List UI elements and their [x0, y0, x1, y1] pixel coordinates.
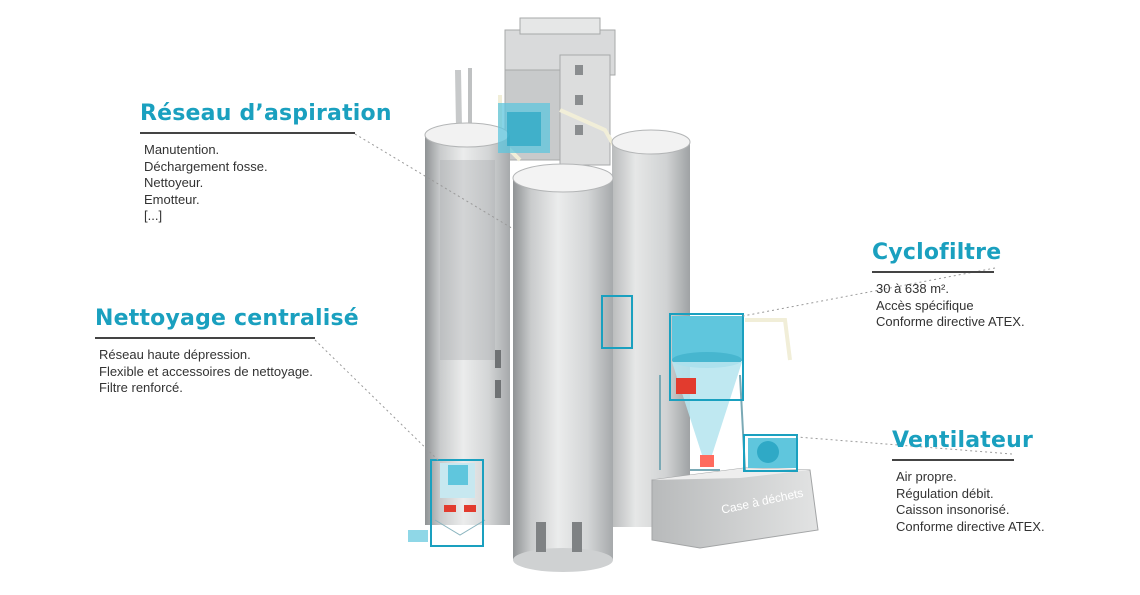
callout-cyclofiltre: Cyclofiltre 30 à 638 m². Accès spécifiqu… — [872, 240, 1025, 331]
list-item: [...] — [144, 208, 163, 223]
callout-list: Manutention. Déchargement fosse. Nettoye… — [144, 142, 355, 225]
callout-title: Ventilateur — [892, 428, 1033, 453]
callout-list: Air propre. Régulation débit. Caisson in… — [896, 469, 1045, 535]
list-item: Air propre. — [896, 469, 957, 484]
list-item: Flexible et accessoires de nettoyage. — [99, 363, 313, 379]
cyclofiltre-unit — [659, 316, 746, 471]
callout-title: Nettoyage centralisé — [95, 306, 359, 331]
callout-list: 30 à 638 m². Accès spécifique Conforme d… — [876, 281, 1025, 331]
list-item: 30 à 638 m². — [876, 281, 949, 296]
callout-title: Réseau d’aspiration — [140, 101, 392, 126]
list-item: Emotteur. — [144, 191, 200, 207]
silo-front — [495, 163, 614, 572]
callout-nettoyage-centralise: Nettoyage centralisé Réseau haute dépres… — [95, 306, 359, 397]
list-item: Filtre renforcé. — [99, 380, 183, 395]
list-item: Accès spécifique — [876, 297, 974, 313]
nettoyage-unit — [408, 463, 486, 542]
callout-list: Réseau haute dépression. Flexible et acc… — [99, 347, 315, 397]
list-item: Régulation débit. — [896, 485, 994, 501]
highlight-frames — [430, 295, 798, 547]
callout-underline — [872, 271, 994, 273]
list-item: Caisson insonorisé. — [896, 502, 1010, 517]
callout-reseau-aspiration: Réseau d’aspiration Manutention. Décharg… — [140, 101, 392, 225]
callout-title: Cyclofiltre — [872, 240, 1002, 265]
callout-underline — [892, 459, 1014, 461]
leader-lines — [314, 133, 1013, 463]
list-item: Réseau haute dépression. — [99, 347, 251, 362]
list-item: Conforme directive ATEX. — [896, 518, 1045, 534]
callout-ventilateur: Ventilateur Air propre. Régulation débit… — [892, 428, 1045, 535]
aspiration-unit — [498, 103, 550, 153]
callout-underline — [140, 132, 355, 134]
list-item: Manutention. — [144, 142, 220, 157]
ventilateur-unit — [748, 438, 796, 468]
list-item: Nettoyeur. — [144, 175, 204, 190]
list-item: Déchargement fosse. — [144, 158, 268, 174]
list-item: Conforme directive ATEX. — [876, 314, 1025, 329]
callout-underline — [95, 337, 315, 339]
